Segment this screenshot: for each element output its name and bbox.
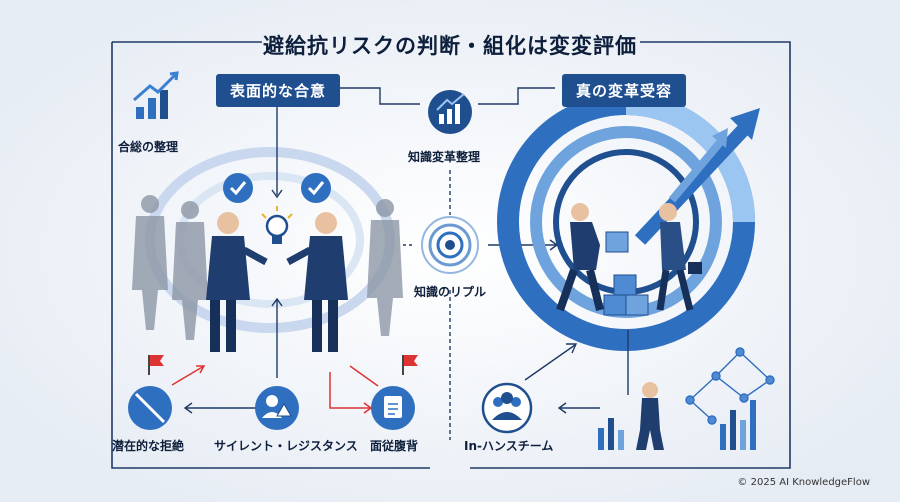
left-heading: 表面的な合意 (216, 74, 341, 107)
background-people (132, 195, 403, 340)
lightbulb-icon (261, 206, 293, 244)
network-chart-icon (598, 347, 775, 450)
label-inhouse-team: In-ハンスチーム (464, 439, 554, 453)
ripple-target-icon (421, 216, 479, 274)
bar-chart-icon (133, 71, 179, 119)
left-connectors (183, 100, 283, 414)
businessman-left (206, 212, 268, 352)
red-arrows (171, 365, 379, 414)
collaboration-scene (556, 203, 702, 316)
businessman-right (286, 212, 348, 352)
frame-lines (111, 41, 791, 469)
center-mid-label: 知識のリプル (414, 285, 487, 299)
right-heading: 真の変革受容 (562, 74, 687, 107)
team-icon (481, 382, 533, 434)
label-latent-rejection: 潜在的な拒絶 (112, 439, 185, 453)
clipboard-icon (371, 355, 418, 430)
corner-label: 合総の整理 (118, 140, 179, 154)
growth-chart-icon (428, 90, 472, 134)
label-silent-resistance: サイレント・レジスタンス (214, 439, 358, 453)
silent-resistance-icon (255, 386, 299, 430)
page-title: 避給抗リスクの判断・組化は変変評価 (263, 34, 637, 58)
center-top-label: 知識変革整理 (408, 150, 481, 164)
right-connectors (524, 330, 629, 414)
label-feigned-compliance: 面従腹背 (370, 439, 419, 453)
copyright: © 2025 AI KnowledgeFlow (737, 477, 870, 488)
growth-arrows (634, 108, 760, 245)
rejection-icon (128, 355, 172, 430)
check-bubble-icon (301, 173, 331, 203)
check-bubble-icon (223, 173, 253, 203)
